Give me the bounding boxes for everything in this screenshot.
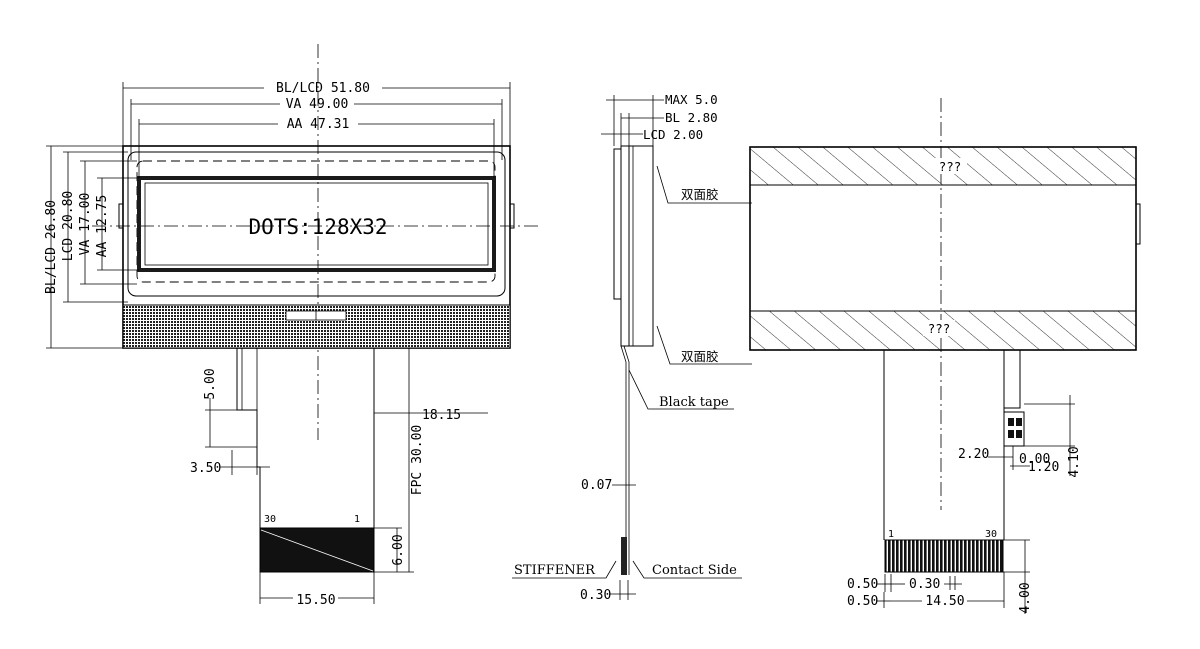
lcd-height-label: LCD 20.80: [61, 191, 76, 261]
dots-label: DOTS:128X32: [248, 215, 387, 239]
back-pad-width-label: 14.50: [925, 594, 964, 609]
dim-tail-350: 3.50: [190, 450, 270, 476]
aa-width-label: AA 47.31: [287, 117, 350, 132]
dim-lcd: LCD 2.00: [601, 127, 703, 142]
dim-410-label: 4.10: [1067, 446, 1082, 477]
hatch-bottom-label-bg: [923, 320, 955, 336]
active-area-inner: [144, 182, 489, 266]
dim-va-height: VA 17.00: [78, 160, 137, 285]
fpc-thickness-label: 0.07: [581, 478, 612, 493]
pitch-050-label: 0.50: [847, 577, 878, 592]
fpc-length-label: FPC 30.00: [410, 425, 425, 495]
tape-top-leader: [656, 165, 752, 204]
connector-pad: [259, 527, 375, 573]
hatch-top-label-bg: [935, 158, 967, 174]
black-tape-leader: [628, 369, 734, 410]
dim-aa-height: AA 12.75: [95, 177, 139, 271]
stiffener-leader: [512, 560, 617, 579]
dim-pad-height: 6.00: [374, 527, 406, 572]
contact-side-label: Contact Side: [652, 563, 737, 578]
hatch-top-label: ???: [939, 159, 962, 174]
dim-back-pad-width: 0.50 14.50: [847, 572, 1005, 609]
max-label: MAX 5.0: [665, 92, 718, 107]
side-stiffener: [621, 537, 627, 575]
back-pin-30-label: 30: [985, 529, 997, 540]
lcd-glass-outline: [127, 151, 506, 297]
dim-offset-1815: 18.15: [374, 408, 488, 423]
dim-000-label: 0.00: [1019, 452, 1050, 467]
margin-050-label: 0.50: [847, 594, 878, 609]
front-view: DOTS:128X32 30 1 BL/LCD 51.80 VA 49.00: [44, 44, 542, 608]
bl-lcd-width-label: BL/LCD 51.80: [276, 81, 370, 96]
dim-tail-5: 5.00: [203, 368, 257, 448]
dim-bl-lcd-width: BL/LCD 51.80: [122, 81, 511, 146]
connector-pad-diagonal: [260, 529, 374, 572]
pad-width-label: 15.50: [296, 593, 335, 608]
offset-1815-label: 18.15: [422, 408, 461, 423]
fpc-outline: [236, 348, 375, 528]
side-view: MAX 5.0 BL 2.80 LCD 2.00 双面胶 双面胶 Black t…: [512, 92, 752, 603]
tail-350-label: 3.50: [190, 461, 221, 476]
va-width-label: VA 49.00: [286, 97, 349, 112]
dim-lcd-height: LCD 20.80: [61, 151, 128, 303]
dim-220: 2.20: [958, 446, 1014, 470]
dim-fpc-thickness: 0.07: [581, 478, 636, 493]
dim-120-label: 1.20: [1028, 460, 1059, 475]
dim-pitch: 0.50 0.30: [847, 574, 962, 592]
dim-bl: BL 2.80: [620, 110, 718, 146]
pin-30-label: 30: [264, 514, 276, 525]
back-fpc-component: [1003, 411, 1025, 447]
dim-va-width: VA 49.00: [130, 97, 503, 160]
va-height-label: VA 17.00: [78, 193, 93, 256]
back-side-tab: [1136, 203, 1141, 245]
back-pad-height-label: 4.00: [1018, 582, 1033, 613]
bl-label: BL 2.80: [665, 110, 718, 125]
side-lcd-layer: [613, 148, 622, 300]
tail-5-label: 5.00: [203, 368, 218, 399]
black-tape-label: Black tape: [659, 395, 729, 410]
side-fpc: [620, 345, 630, 575]
dim-max: MAX 5.0: [606, 92, 718, 146]
hatch-bottom-label: ???: [928, 321, 951, 336]
dim-aa-width: AA 47.31: [138, 117, 495, 178]
dim-stiffener-thickness: 0.30: [580, 580, 636, 603]
side-backlight-layer: [620, 145, 630, 347]
back-fpc-outline: [883, 350, 1005, 540]
pitch-030-label: 0.30: [909, 577, 940, 592]
left-tab: [118, 203, 123, 229]
pad-height-label: 6.00: [391, 534, 406, 565]
tape-bottom-label: 双面胶: [681, 349, 719, 364]
tape-bottom-leader: [656, 325, 752, 365]
dim-back-pad-height: 4.00: [1003, 539, 1033, 614]
dim-220-label: 2.20: [958, 447, 989, 462]
aa-height-label: AA 12.75: [95, 195, 110, 258]
stiffener-label: STIFFENER: [514, 563, 596, 578]
back-view: ??? ??? 1 30 4.10 2.20 0.00 1: [749, 98, 1141, 614]
dim-pad-width: 15.50: [259, 572, 375, 608]
dim-410: 4.10: [1024, 395, 1082, 478]
back-pin-1-label: 1: [888, 529, 894, 540]
side-frame-layer: [628, 145, 654, 347]
dim-fpc-length: FPC 30.00: [374, 347, 425, 573]
back-connector-fingers: [884, 539, 1004, 573]
active-area-frame: [137, 176, 496, 272]
tape-top-label: 双面胶: [681, 187, 719, 202]
back-fpc-tail: [1003, 349, 1021, 409]
dim-bl-lcd-height: BL/LCD 26.80: [44, 145, 123, 349]
stiffener-thickness-label: 0.30: [580, 588, 611, 603]
dim-120: 1.20: [1010, 460, 1059, 475]
bl-lcd-height-label: BL/LCD 26.80: [44, 200, 59, 294]
pin-1-label: 1: [354, 514, 360, 525]
contact-side-leader: [632, 560, 742, 579]
lcd-label: LCD 2.00: [643, 127, 703, 142]
right-tab: [510, 203, 515, 229]
